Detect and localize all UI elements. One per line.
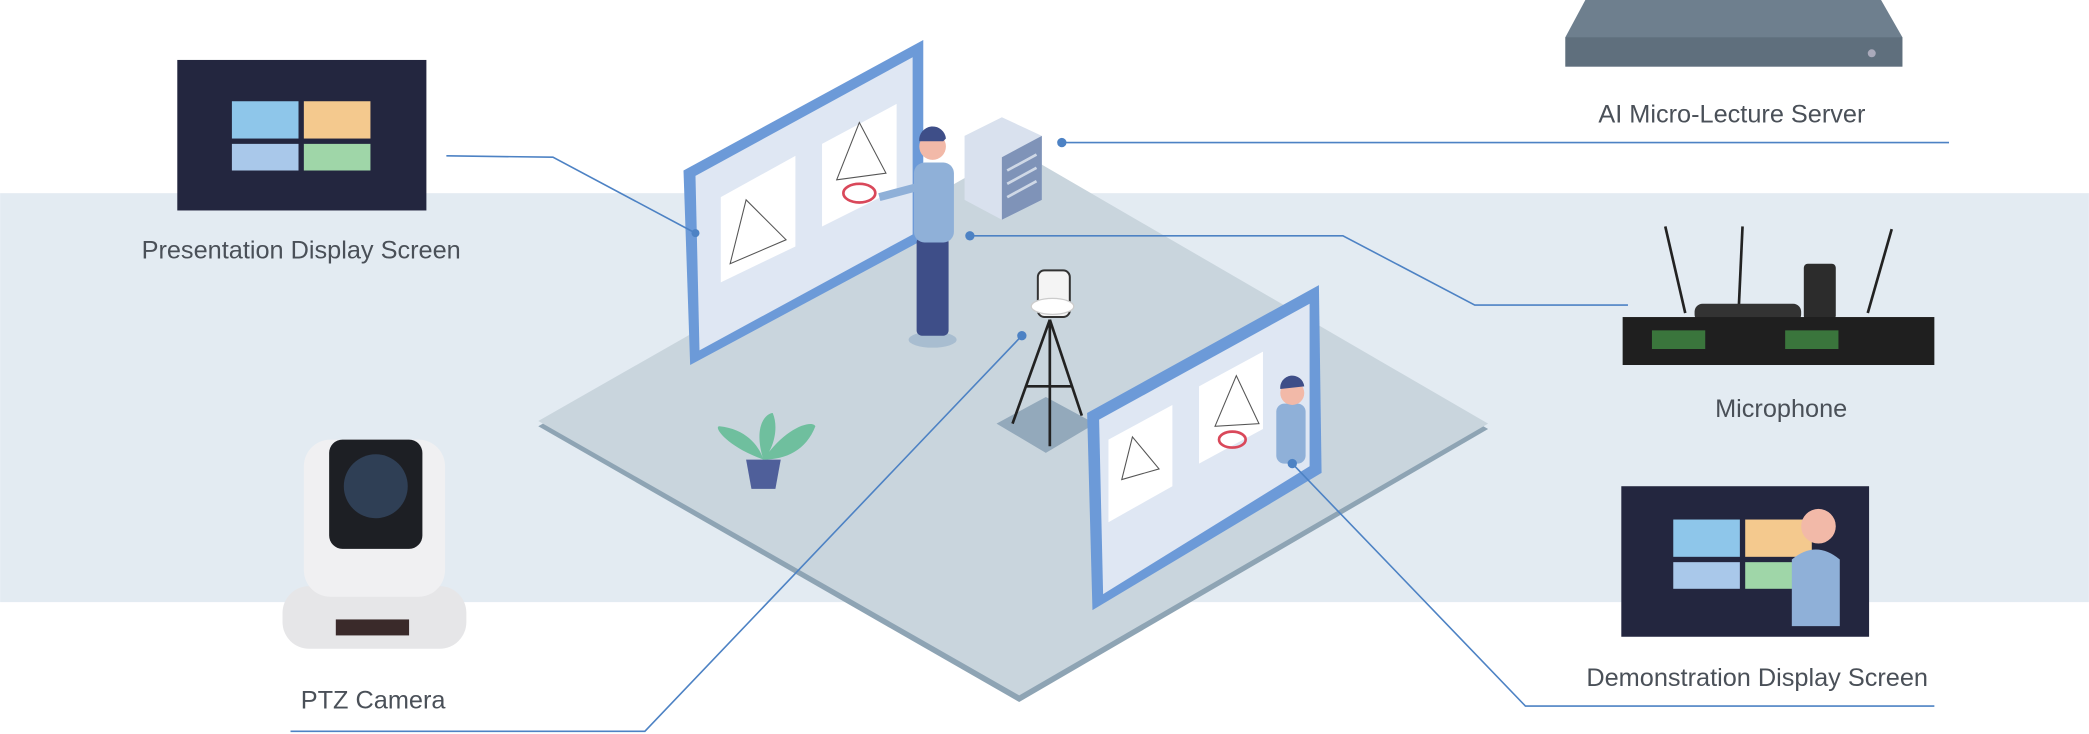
whiteboard-icon [683,39,924,366]
teacher-icon [878,126,957,348]
plant-icon [717,412,816,489]
whiteboard-icon [1087,285,1322,611]
display-screen-icon [1621,486,1870,637]
label-microphone: Microphone [1715,395,1847,423]
display-screen-icon [177,59,427,211]
tripod-camera-icon [996,269,1096,453]
connector-lines [290,137,1950,733]
server-rack-icon [964,117,1042,220]
label-demonstration-display-screen: Demonstration Display Screen [1586,664,1928,692]
label-presentation-display-screen: Presentation Display Screen [142,236,461,264]
label-ptz-camera: PTZ Camera [301,687,447,715]
label-ai-micro-lecture-server: AI Micro-Lecture Server [1598,101,1865,129]
server-icon [1565,0,1903,67]
ptz-camera-icon [282,439,467,649]
microphone-receiver-icon [1622,226,1935,366]
